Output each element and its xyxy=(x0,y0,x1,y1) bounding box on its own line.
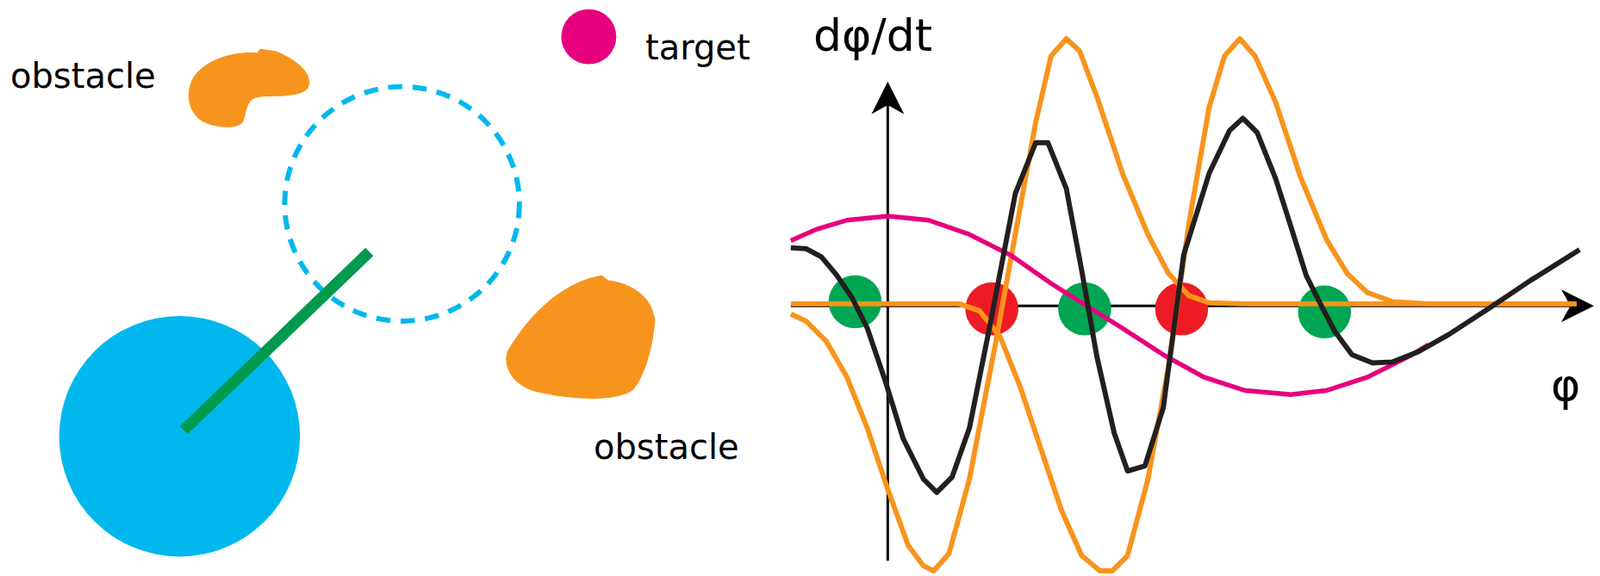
obstacle-blob xyxy=(188,49,310,128)
obstacle-curve xyxy=(790,38,1577,572)
axis-label: φ xyxy=(1550,362,1581,408)
target-curve xyxy=(790,216,1429,395)
obstacle-label: obstacle xyxy=(593,429,740,465)
target-zone xyxy=(284,87,519,322)
axis-arrowhead xyxy=(871,81,904,115)
heading-line xyxy=(183,251,370,430)
axis-label: dφ/dt xyxy=(813,12,933,58)
target-label: target xyxy=(645,30,751,65)
obstacle-label: obstacle xyxy=(10,58,156,94)
sum-curve xyxy=(790,118,1580,493)
obstacle-curve xyxy=(790,38,1577,572)
target-dot xyxy=(560,9,617,65)
obstacle-blob xyxy=(505,275,655,399)
